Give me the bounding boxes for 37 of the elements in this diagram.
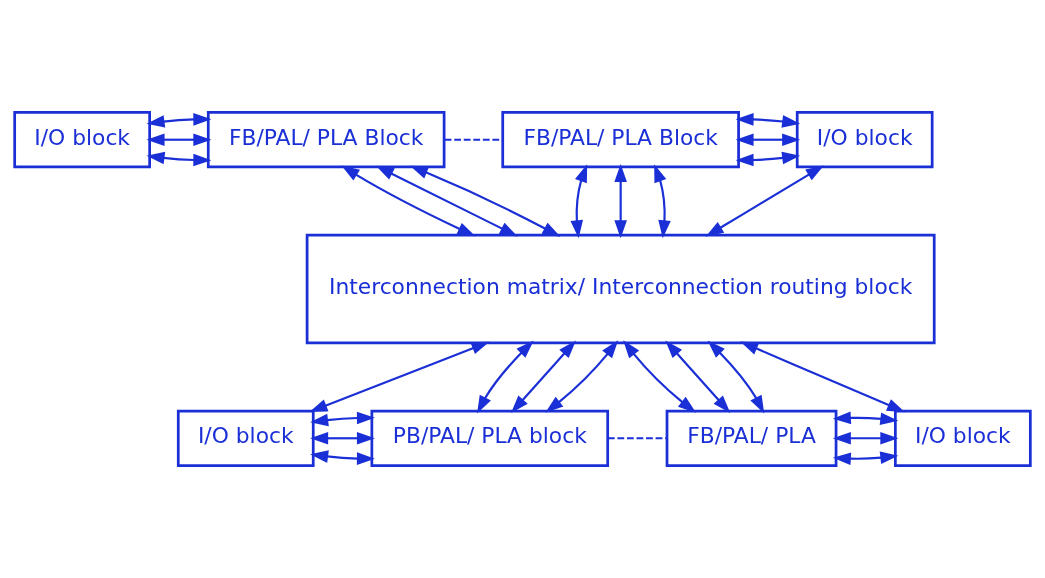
arrow [665,340,731,414]
arrow [832,451,899,465]
arrow [832,431,899,445]
connector [607,437,667,440]
node-box: FB/PAL/ PLA [665,409,838,467]
arrow [570,164,588,239]
arrow [309,341,490,413]
arrow [310,431,375,445]
node-box: I/O block [176,409,315,467]
arrow [146,133,212,147]
arrow [545,340,619,413]
node-box: I/O block [13,111,151,169]
node-box: PB/PAL/ PLA block [370,409,610,467]
arrow [375,165,518,237]
arrow [707,340,765,414]
arrow [623,340,697,413]
node-box: I/O block [894,409,1032,467]
node-box: FB/PAL/ PLA Block [501,111,740,169]
arrow [477,340,534,414]
arrow [735,151,801,167]
arrow [310,411,375,427]
arrow [341,165,476,237]
arrow [614,163,627,239]
arrow [735,113,801,128]
arrow [654,164,671,239]
arrow [705,165,824,237]
arrow [410,165,561,237]
node-box: Interconnection matrix/ Interconnection routing block [305,233,936,345]
arrow [511,340,576,414]
arrow [310,450,375,465]
arrow [146,113,212,128]
node-box: FB/PAL/ PLA Block [206,111,446,169]
arrow [832,411,899,426]
arrow [740,341,905,413]
node-box: I/O block [795,111,934,169]
arrow [735,133,801,147]
arrow [146,151,212,167]
